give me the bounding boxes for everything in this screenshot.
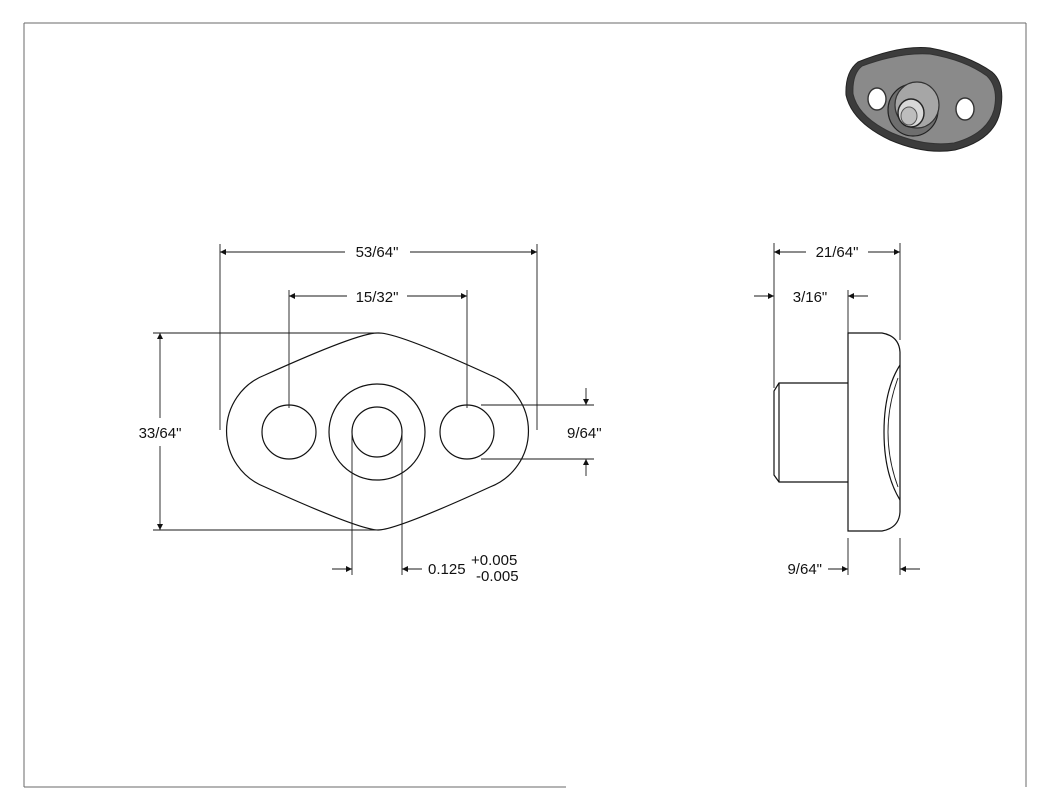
label-bore-tolerance-plus: +0.005 bbox=[471, 552, 517, 569]
iso-right-hole bbox=[955, 97, 975, 121]
flange-inner-curve-2 bbox=[887, 377, 899, 488]
left-mounting-hole bbox=[261, 404, 317, 460]
front-view: 53/64" 15/32" 33/64" 9/64" bbox=[139, 244, 602, 585]
boss-outer-circle bbox=[328, 383, 426, 481]
right-mounting-hole bbox=[439, 404, 495, 460]
dim-side-hole-diameter: 9/64" bbox=[481, 388, 602, 476]
dim-overall-height: 33/64" bbox=[139, 332, 378, 531]
drawing-frame bbox=[23, 22, 1027, 788]
label-overall-height: 33/64" bbox=[139, 425, 182, 442]
label-hole-spacing: 15/32" bbox=[356, 289, 399, 306]
flange-profile bbox=[847, 332, 901, 532]
iso-bore-depth bbox=[900, 106, 918, 126]
dim-overall-thickness: 21/64" bbox=[773, 243, 901, 388]
boss-profile bbox=[773, 382, 848, 483]
iso-left-hole bbox=[867, 87, 887, 111]
label-overall-thickness: 21/64" bbox=[816, 244, 859, 261]
label-overall-length: 53/64" bbox=[356, 244, 399, 261]
flange-outline bbox=[226, 332, 529, 531]
side-view: 21/64" 3/16" 9/64" bbox=[754, 243, 920, 578]
isometric-view bbox=[845, 47, 1003, 152]
dim-flange-thickness: 9/64" bbox=[787, 538, 920, 578]
label-side-hole-diameter: 9/64" bbox=[567, 425, 602, 442]
flange-inner-curve bbox=[883, 364, 901, 501]
dim-hole-spacing: 15/32" bbox=[288, 289, 468, 408]
dim-boss-length: 3/16" bbox=[754, 289, 868, 333]
dim-overall-length: 53/64" bbox=[219, 244, 538, 430]
center-bore bbox=[351, 406, 403, 458]
label-flange-thickness: 9/64" bbox=[787, 561, 822, 578]
label-bore-diameter: 0.125 bbox=[428, 561, 466, 578]
dim-bore-diameter: 0.125 +0.005 -0.005 bbox=[332, 432, 519, 585]
label-boss-length: 3/16" bbox=[793, 289, 828, 306]
label-bore-tolerance-minus: -0.005 bbox=[476, 568, 519, 585]
